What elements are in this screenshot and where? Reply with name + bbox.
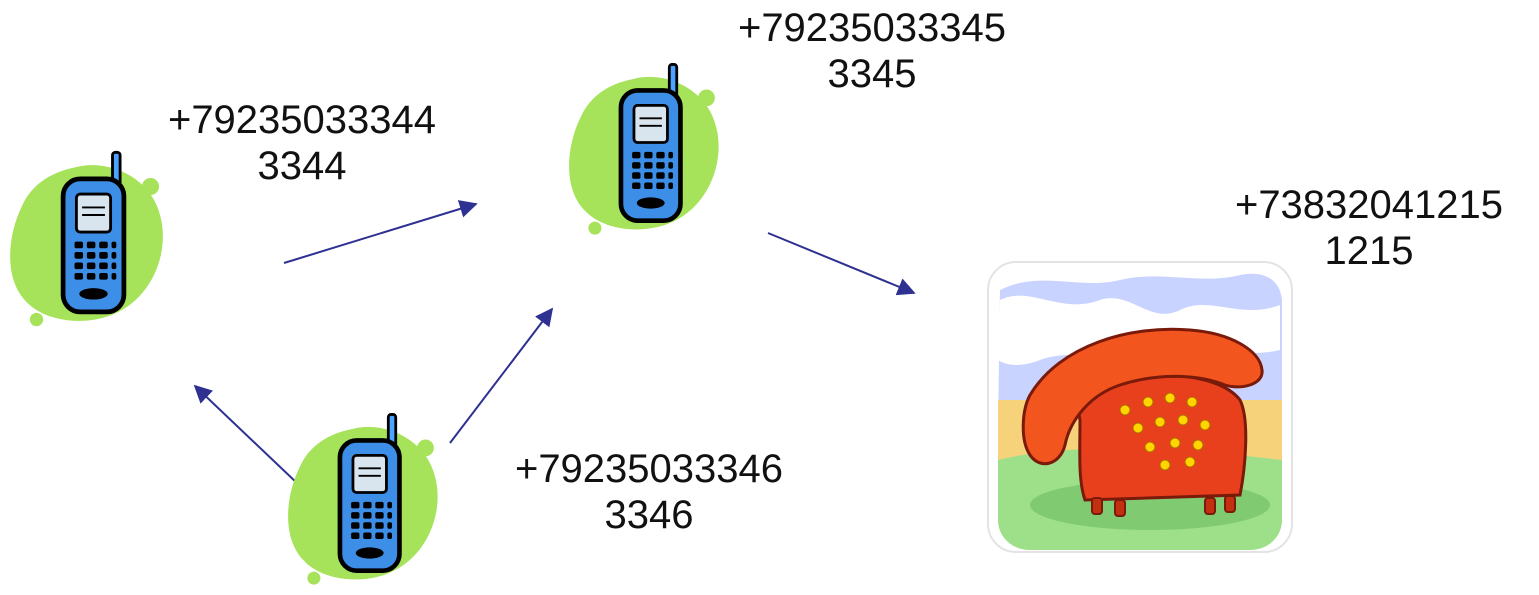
phone-number: +79235033345 [737, 6, 1007, 50]
landline-telephone-icon [987, 261, 1293, 553]
phone-number: +79235033346 [514, 447, 784, 491]
edge-3344-to-3345 [283, 200, 478, 264]
mobile-phone-icon [569, 64, 719, 234]
node-label-1215: +73832041215 1215 [1203, 182, 1535, 274]
mobile-phone-icon [288, 414, 438, 584]
edge-3345-to-1215 [767, 232, 916, 296]
short-number: 3346 [604, 493, 694, 537]
phone-number: +73832041215 [1234, 183, 1504, 227]
node-label-3345: +79235033345 3345 [706, 5, 1038, 97]
node-label-3346: +79235033346 3346 [483, 446, 815, 538]
node-label-3344: +79235033344 3344 [136, 97, 468, 189]
short-number: 3345 [827, 52, 917, 96]
phone-number: +79235033344 [167, 98, 437, 142]
edge-3346-to-3345 [449, 307, 554, 444]
short-number: 1215 [1324, 229, 1414, 273]
short-number: 3344 [257, 144, 347, 188]
